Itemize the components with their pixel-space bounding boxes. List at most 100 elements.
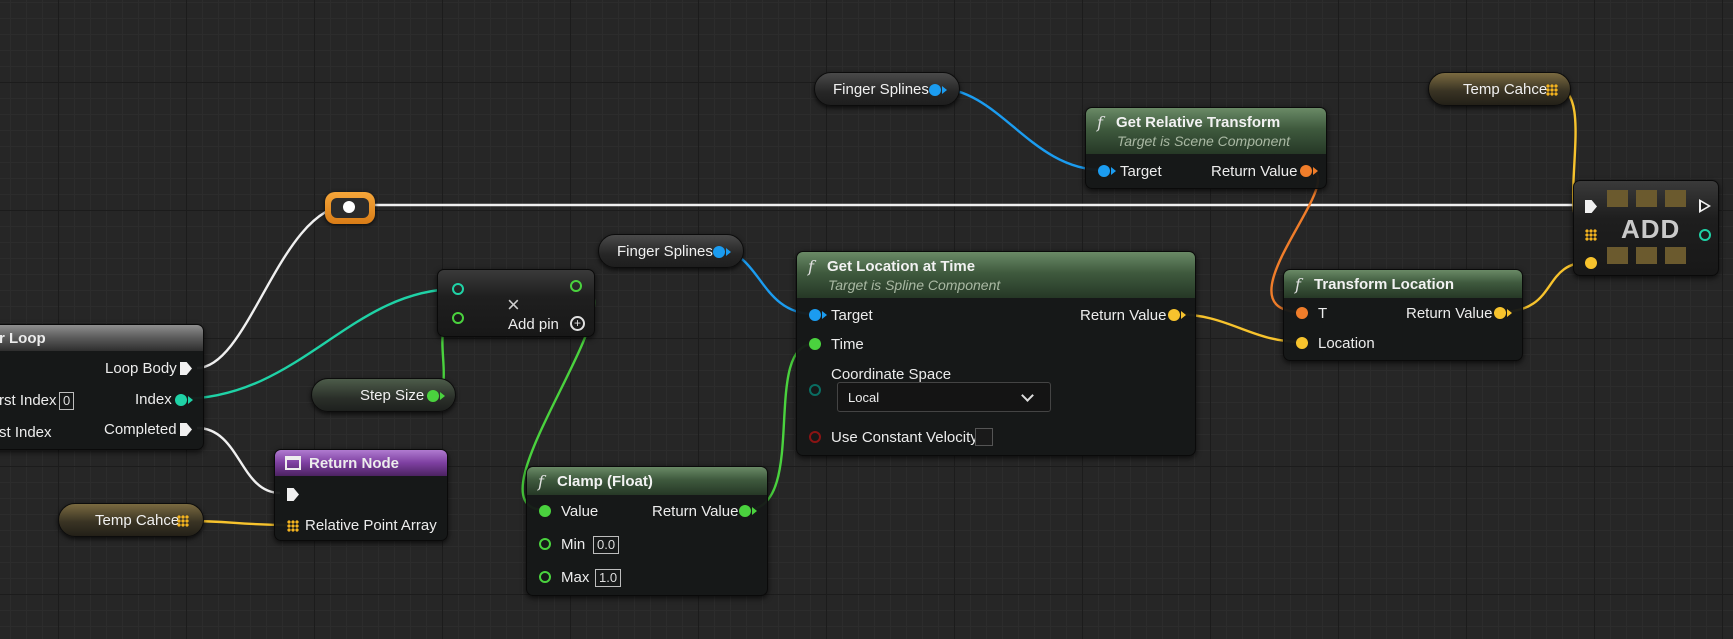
for-loop-title: r Loop [0, 330, 46, 347]
add-pin-plus-icon[interactable]: + [570, 316, 585, 331]
coordinate-space-dropdown[interactable]: Local [837, 382, 1051, 412]
loop-body-exec-pin[interactable] [180, 362, 192, 375]
index-label: Index [135, 391, 172, 408]
get-location-return-label: Return Value [1080, 307, 1167, 324]
add-pin-input-a[interactable] [452, 283, 464, 295]
step-size-variable[interactable]: Step Size [311, 378, 456, 412]
function-icon: f [808, 257, 814, 276]
relative-point-array-label: Relative Point Array [305, 517, 437, 534]
get-relative-transform-header: f Get Relative Transform Target is Scene… [1086, 108, 1326, 154]
finger-splines-variable-top[interactable]: Finger Splines [814, 72, 960, 106]
add-grid-cell [1665, 190, 1686, 207]
grt-target-label: Target [1120, 163, 1162, 180]
finger-splines-output-pin-mid[interactable] [713, 246, 731, 258]
return-node-exec-pin[interactable] [287, 488, 299, 501]
use-constant-velocity-pin[interactable] [809, 431, 821, 443]
first-index-label: rst Index [0, 392, 57, 409]
for-loop-node[interactable]: r Loop Loop Body rst Index 0 Index st In… [0, 324, 204, 450]
tl-t-pin[interactable] [1296, 307, 1308, 319]
return-node-title: Return Node [309, 455, 399, 472]
tl-location-pin[interactable] [1296, 337, 1308, 349]
wire-fingersplines-grt-target [935, 86, 1104, 172]
wire-completed-return [196, 426, 281, 495]
get-location-title: Get Location at Time [827, 258, 976, 275]
finger-splines-variable-mid[interactable]: Finger Splines [598, 234, 744, 268]
function-icon: f [1097, 113, 1103, 132]
get-relative-transform-title: Get Relative Transform [1116, 114, 1281, 131]
return-node[interactable]: Return Node Relative Point Array [274, 449, 448, 541]
function-icon: f [538, 472, 544, 491]
add-grid-cell [1636, 190, 1657, 207]
index-output-pin[interactable] [175, 394, 193, 406]
add-exec-out-pin[interactable] [1699, 199, 1711, 213]
grt-return-pin[interactable] [1300, 165, 1318, 177]
last-index-label-text: st Index [0, 424, 52, 441]
finger-splines-output-pin-top[interactable] [929, 84, 947, 96]
add-target-array-pin[interactable] [1585, 229, 1597, 241]
coordinate-space-value: Local [848, 390, 880, 405]
reroute-pin[interactable] [343, 201, 355, 213]
grt-target-pin[interactable] [1098, 165, 1116, 177]
remove-pin-icon[interactable]: × [507, 292, 520, 317]
clamp-value-label: Value [561, 503, 599, 520]
use-constant-velocity-checkbox[interactable] [975, 428, 993, 446]
clamp-value-pin[interactable] [539, 505, 551, 517]
get-location-subtitle: Target is Spline Component [828, 277, 1001, 293]
clamp-min-value[interactable]: 0.0 [593, 536, 620, 554]
temp-cahce-label-right: Temp Cahce [1463, 81, 1548, 98]
get-location-header: f Get Location at Time Target is Spline … [797, 252, 1195, 298]
tl-location-label: Location [1318, 335, 1375, 352]
loop-body-label: Loop Body [105, 360, 177, 377]
add-pin-input-b[interactable] [452, 312, 464, 324]
add-exec-in-pin[interactable] [1585, 200, 1597, 213]
grt-return-label: Return Value [1211, 163, 1298, 180]
temp-cahce-array-pin-right[interactable] [1546, 84, 1558, 96]
clamp-max-pin[interactable] [539, 571, 551, 583]
completed-label: Completed [104, 421, 177, 438]
chevron-down-icon [1021, 389, 1034, 402]
return-node-header: Return Node [275, 450, 447, 476]
clamp-return-pin[interactable] [739, 505, 757, 517]
for-loop-header: r Loop [0, 325, 203, 351]
add-item-pin[interactable] [1585, 257, 1597, 269]
transform-location-node[interactable]: f Transform Location T Return Value Loca… [1283, 269, 1523, 361]
temp-cahce-array-pin-left[interactable] [177, 515, 189, 527]
get-location-target-label: Target [831, 307, 873, 324]
function-icon: f [1295, 275, 1301, 294]
clamp-float-node[interactable]: f Clamp (Float) Value Return Value Min 0… [526, 466, 768, 596]
use-constant-velocity-label: Use Constant Velocity [831, 429, 978, 446]
step-size-output-pin[interactable] [427, 390, 445, 402]
return-node-icon [285, 456, 301, 470]
clamp-max-label: Max [561, 569, 590, 586]
wire-loop-body-reroute [196, 203, 351, 370]
add-pin-output[interactable] [570, 280, 582, 292]
get-relative-transform-node[interactable]: f Get Relative Transform Target is Scene… [1085, 107, 1327, 189]
add-grid-cell [1665, 247, 1686, 264]
array-add-node[interactable]: ADD [1573, 180, 1719, 276]
coordinate-space-label: Coordinate Space [831, 366, 952, 383]
clamp-min-label: Min [561, 536, 586, 553]
get-location-return-pin[interactable] [1168, 309, 1186, 321]
add-pin-label[interactable]: Add pin [508, 316, 559, 333]
step-size-label: Step Size [360, 387, 425, 404]
coordinate-space-pin[interactable] [809, 384, 821, 396]
reroute-node[interactable] [325, 192, 375, 224]
tl-return-pin[interactable] [1494, 307, 1512, 319]
first-index-value[interactable]: 0 [59, 392, 75, 410]
relative-point-array-pin[interactable] [287, 520, 299, 532]
add-return-index-pin[interactable] [1699, 229, 1711, 241]
clamp-max-value[interactable]: 1.0 [595, 569, 622, 587]
add-pin-node[interactable]: × Add pin + [437, 269, 595, 337]
clamp-return-label: Return Value [652, 503, 739, 520]
get-location-target-pin[interactable] [809, 309, 827, 321]
transform-location-title: Transform Location [1314, 276, 1455, 293]
get-location-at-time-node[interactable]: f Get Location at Time Target is Spline … [796, 251, 1196, 456]
temp-cahce-variable-left[interactable]: Temp Cahce [58, 503, 204, 537]
add-grid-cell [1607, 190, 1628, 207]
get-location-time-label: Time [831, 336, 864, 353]
get-relative-transform-subtitle: Target is Scene Component [1117, 133, 1291, 149]
completed-exec-pin[interactable] [180, 423, 192, 436]
get-location-time-pin[interactable] [809, 338, 821, 350]
clamp-min-pin[interactable] [539, 538, 551, 550]
temp-cahce-variable-right[interactable]: Temp Cahce [1428, 72, 1571, 106]
